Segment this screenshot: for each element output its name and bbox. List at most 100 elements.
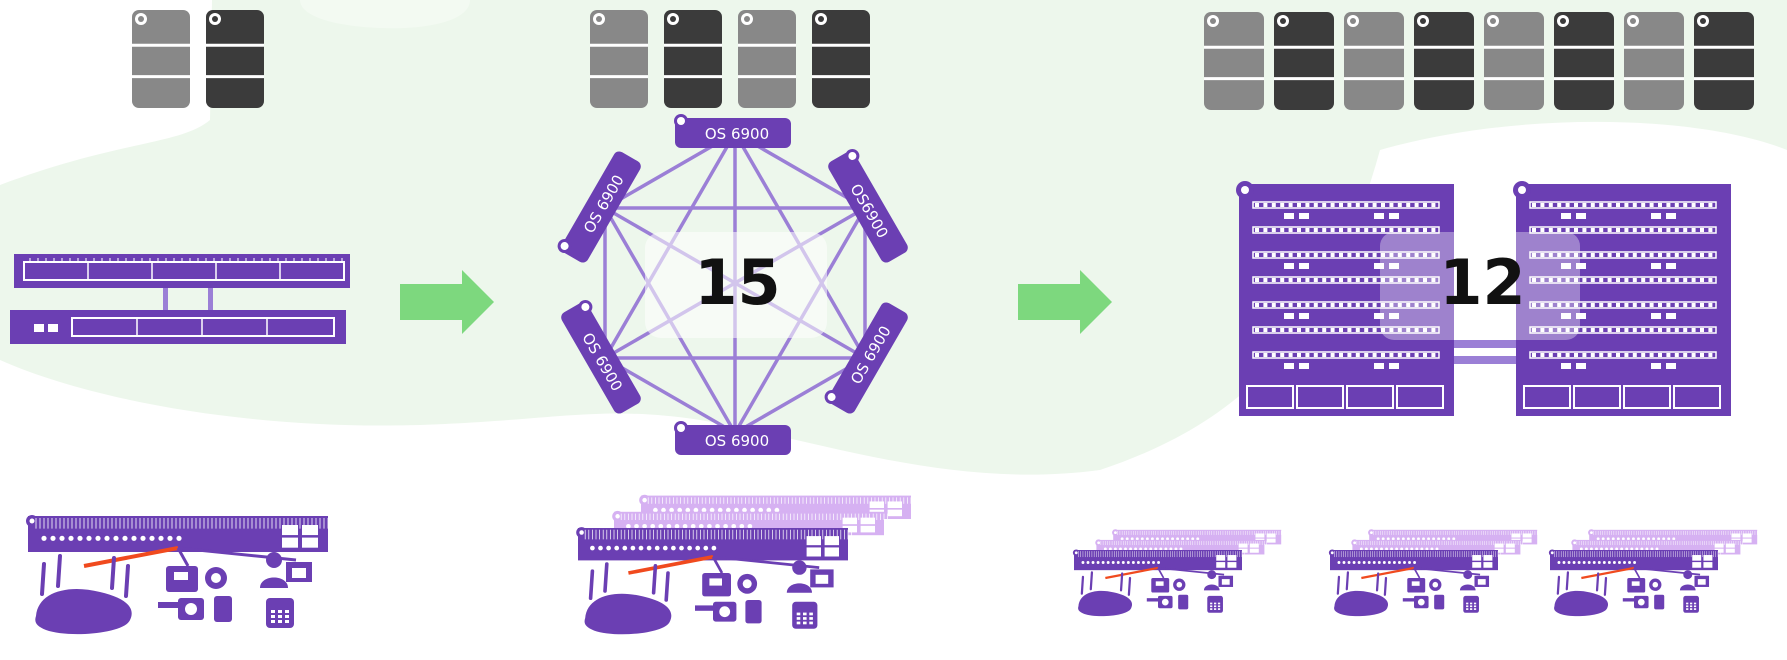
camera-lens	[1161, 598, 1169, 606]
phone-key	[271, 610, 275, 613]
card-port	[1708, 203, 1713, 207]
edge-port	[1411, 537, 1415, 541]
server-icon	[1554, 12, 1614, 110]
edge-switch-knob-dot	[1097, 541, 1101, 545]
thermostat-icon	[1151, 578, 1186, 593]
card-module	[1299, 313, 1309, 319]
edge-port	[1435, 547, 1439, 551]
card-port	[1540, 278, 1545, 282]
card-port	[1414, 228, 1419, 232]
card-port	[1624, 203, 1629, 207]
card-port	[1548, 328, 1553, 332]
edge-port	[666, 523, 672, 529]
card-port	[1599, 328, 1604, 332]
switch-chassis	[828, 151, 908, 263]
line-card	[1252, 276, 1440, 284]
server-body	[1204, 12, 1264, 110]
phone-key	[1470, 605, 1473, 608]
card-port	[1330, 353, 1335, 357]
line-card	[1252, 201, 1440, 209]
card-port	[1414, 353, 1419, 357]
card-port	[1540, 203, 1545, 207]
card-port	[1372, 228, 1377, 232]
card-port	[1406, 303, 1411, 307]
user-body	[1459, 584, 1476, 591]
edge-port	[1337, 561, 1341, 564]
uplink	[163, 288, 168, 310]
line-card	[1529, 226, 1717, 234]
card-port	[1271, 303, 1276, 307]
edge-port	[1171, 537, 1175, 541]
monitor-screen	[815, 574, 829, 584]
edge-port	[1595, 547, 1598, 551]
card-port	[1574, 328, 1578, 332]
uplink	[711, 556, 724, 574]
card-port	[1305, 203, 1310, 207]
edge-port	[1612, 561, 1616, 564]
sfp	[1522, 538, 1532, 543]
ap-antenna	[603, 562, 609, 593]
card-module	[1561, 313, 1571, 319]
server-led-inner	[212, 16, 218, 22]
card-port	[1624, 278, 1629, 282]
camera-mount	[1402, 598, 1414, 602]
edge-port	[1400, 547, 1404, 551]
card-port	[1389, 303, 1394, 307]
edge-port	[140, 535, 146, 541]
sfp	[1742, 533, 1752, 538]
card-port	[1565, 278, 1570, 282]
card-port	[1330, 203, 1335, 207]
card-module	[1666, 213, 1676, 219]
card-port	[1305, 228, 1310, 232]
sfp	[1238, 543, 1248, 548]
phone-key	[1470, 602, 1473, 605]
chassis-body	[1239, 184, 1454, 416]
phone-key	[796, 612, 801, 616]
edge-port	[1106, 561, 1110, 564]
card-port	[1607, 278, 1612, 282]
access-group-stage-3c	[1548, 529, 1760, 617]
edge-port	[774, 507, 780, 513]
phone-key	[1690, 605, 1693, 608]
card-port	[1297, 228, 1301, 232]
sensor-icon	[1654, 594, 1665, 610]
edge-port	[742, 507, 747, 513]
phone-key	[1210, 608, 1213, 610]
card-port	[1255, 303, 1259, 307]
edge-port	[598, 545, 603, 551]
line-card	[1252, 326, 1440, 334]
ap-antenna	[664, 571, 670, 602]
edge-port	[747, 523, 753, 529]
card-port	[1641, 328, 1646, 332]
edge-switch-knob-dot	[1573, 541, 1577, 545]
card-port	[1649, 203, 1654, 207]
card-port	[1691, 353, 1696, 357]
edge-port	[1390, 547, 1394, 551]
phone-key	[1686, 605, 1689, 608]
edge-port	[1620, 547, 1624, 551]
card-module	[1374, 363, 1384, 369]
edge-port	[1086, 561, 1090, 564]
card-port	[1532, 228, 1536, 232]
wireless-access-point-icon	[1554, 571, 1609, 617]
card-port	[1255, 353, 1259, 357]
switch-knob-dot	[848, 151, 857, 160]
edge-switch-knob-dot	[642, 497, 647, 503]
camera-mount	[1146, 598, 1158, 602]
card-port	[1691, 303, 1696, 307]
card-port	[1389, 203, 1394, 207]
thermostat-screen	[709, 578, 722, 586]
edge-port	[1120, 537, 1124, 541]
edge-port	[606, 545, 611, 551]
card-port	[1557, 278, 1562, 282]
phone-key	[285, 610, 289, 613]
card-module	[1389, 263, 1399, 269]
card-port	[1364, 228, 1369, 232]
edge-port	[1362, 561, 1366, 564]
card-port	[1674, 203, 1679, 207]
card-port	[1683, 278, 1688, 282]
edge-switch-knob-dot	[1114, 531, 1117, 535]
card-port	[1355, 278, 1360, 282]
edge-port	[1633, 561, 1637, 564]
access-group-stage-2	[576, 494, 915, 635]
